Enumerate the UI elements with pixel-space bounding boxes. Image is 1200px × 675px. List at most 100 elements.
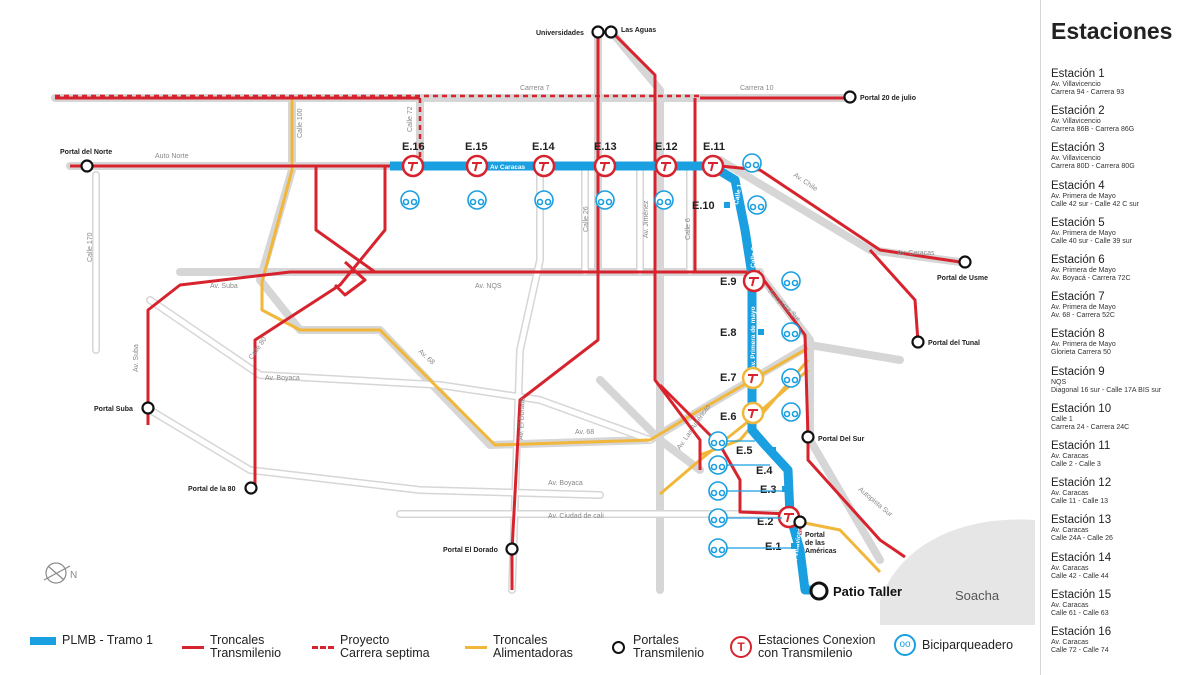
station-name: Estación 12: [1051, 477, 1112, 490]
portal-suba[interactable]: [141, 401, 155, 415]
street-calle8sur: Calle 8 sur: [750, 234, 758, 268]
compass-north-label: N: [70, 570, 77, 581]
station-e10-marker[interactable]: [724, 202, 730, 208]
station-address: Carrera 24 - Carrera 24C: [1051, 423, 1130, 431]
station-address: Av. Caracas: [1051, 453, 1089, 460]
soacha-area: [880, 519, 1035, 625]
station-address: Av. Villavicencio: [1051, 118, 1101, 126]
station-name: Estación 7: [1051, 291, 1105, 304]
street-calle26: Calle 26: [583, 206, 590, 232]
portal-americas[interactable]: [793, 515, 807, 529]
bike-icon: [708, 455, 728, 475]
portal-americas-label-2: de las: [805, 540, 825, 547]
station-e9-conexion[interactable]: [742, 269, 766, 293]
portal-universidades-label: Universidades: [536, 30, 584, 37]
portal-tunal-label: Portal del Tunal: [928, 340, 980, 347]
station-e4-marker[interactable]: [784, 466, 790, 472]
label-e8: E.8: [720, 327, 737, 339]
street-suba2: Av. Suba: [133, 344, 140, 372]
legend-conexion-label-1: Estaciones Conexion: [758, 633, 876, 647]
bike-icon: [781, 368, 801, 388]
street-autosur2: Autopista Sur: [857, 486, 894, 519]
station-name: Estación 1: [1051, 68, 1105, 80]
portal-20-julio[interactable]: [843, 90, 857, 104]
bike-icon: [467, 190, 487, 210]
label-e6: E.6: [720, 411, 737, 423]
portal-80[interactable]: [244, 481, 258, 495]
portal-suba-label: Portal Suba: [94, 406, 133, 413]
label-e11: E.11: [703, 141, 725, 153]
bike-icon: [708, 431, 728, 451]
portal-tunal[interactable]: [911, 335, 925, 349]
bike-icon: [708, 538, 728, 558]
station-address: Carrera 94 - Carrera 93: [1051, 89, 1125, 96]
station-address: Av. Caracas: [1051, 527, 1089, 535]
station-e14-conexion[interactable]: [532, 154, 556, 178]
patio-taller-label: Patio Taller: [833, 584, 902, 599]
legend-troncales-label-2: Transmilenio: [210, 646, 282, 660]
portal-norte[interactable]: [80, 159, 94, 173]
station-e8-marker[interactable]: [758, 329, 764, 335]
portal-americas-label-3: Américas: [805, 548, 837, 555]
bike-icon: [742, 153, 762, 173]
legend-conexion-label-2: con Transmilenio: [758, 646, 853, 660]
legend-alimentadoras-swatch: [465, 645, 487, 649]
station-e7-conexion[interactable]: [741, 366, 765, 390]
station-address: Av. Primera de Mayo: [1051, 341, 1116, 349]
label-e4: E.4: [756, 465, 773, 477]
station-e16-conexion[interactable]: [401, 154, 425, 178]
street-jimenez: Av. Jiménez: [643, 200, 650, 238]
station-address: Calle 40 sur - Calle 39 sur: [1051, 237, 1132, 245]
portal-universidades[interactable]: [591, 25, 605, 39]
station-e15-conexion[interactable]: [465, 154, 489, 178]
station-address: Av. Primera de Mayo: [1051, 267, 1116, 274]
station-e5-marker[interactable]: [770, 447, 776, 453]
station-e3-marker[interactable]: [782, 486, 788, 492]
street-av68b: Av. 68: [575, 429, 594, 436]
station-address: Av. Boyacá - Carrera 72C: [1051, 275, 1131, 282]
portal-usme[interactable]: [958, 255, 972, 269]
station-e11-conexion[interactable]: [701, 154, 725, 178]
station-address: Av. Caracas: [1051, 564, 1089, 572]
patio-taller-marker[interactable]: [809, 581, 829, 601]
portal-aguas[interactable]: [604, 25, 618, 39]
station-address: Calle 2 - Calle 3: [1051, 461, 1101, 468]
station-address: Calle 1: [1051, 415, 1073, 423]
station-e13-conexion[interactable]: [593, 154, 617, 178]
station-address: Av. Caracas: [1051, 639, 1089, 646]
station-address: NQS: [1051, 378, 1067, 386]
street-carrera10: Carrera 10: [740, 85, 774, 92]
street-autosur: Autopista Sur: [767, 288, 802, 323]
legend-portales-label-1: Portales: [633, 633, 679, 647]
portal-dorado[interactable]: [505, 542, 519, 556]
bike-icon: [708, 508, 728, 528]
label-e12: E.12: [655, 141, 678, 153]
station-e6-conexion[interactable]: [741, 401, 765, 425]
portal-sur[interactable]: [801, 430, 815, 444]
street-carrera7: Carrera 7: [520, 85, 550, 92]
street-calle80: Calle 80: [248, 336, 269, 361]
station-address: Av. Villavicencio: [1051, 81, 1101, 88]
proyecto-septima: [55, 94, 700, 166]
bike-icon: [781, 402, 801, 422]
plmb-line: [390, 161, 815, 595]
station-e1-marker[interactable]: [791, 543, 797, 549]
bike-icon: [400, 190, 420, 210]
station-e12-conexion[interactable]: [654, 154, 678, 178]
station-address: Av. Primera de Mayo: [1051, 304, 1116, 312]
street-av68: Av. 68: [417, 348, 436, 366]
street-caracas: Av Caracas: [490, 164, 526, 171]
legend-alimentadoras-label-2: Alimentadoras: [493, 646, 573, 660]
